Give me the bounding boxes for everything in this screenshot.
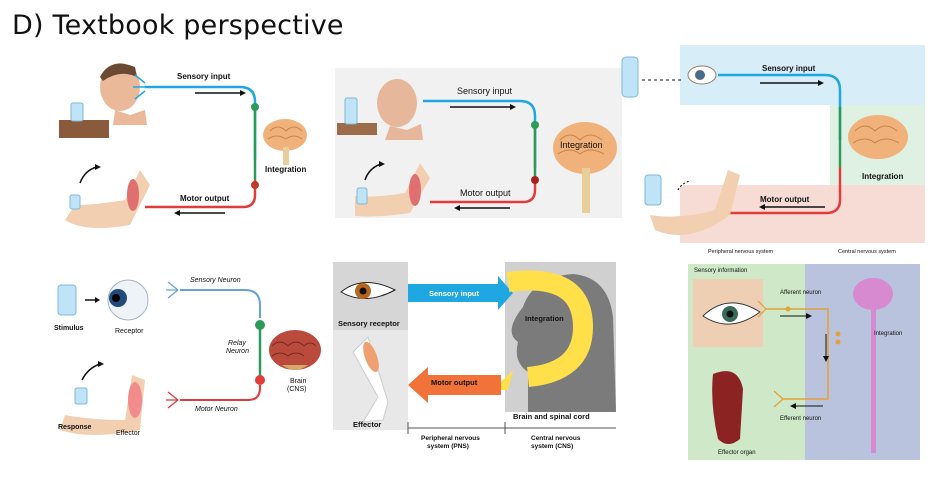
panel-reflex-diagram-2: Sensory input Integration Motor output (335, 68, 622, 218)
sensory-receptor-label: Sensory receptor (338, 319, 400, 328)
brain-label-1: Brain (290, 378, 307, 385)
receptor-label: Receptor (115, 328, 144, 335)
stimulus-label: Stimulus (54, 325, 84, 332)
integration-label: Integration (874, 331, 903, 337)
afferent-neuron-label: Afferent neuron (780, 290, 822, 296)
glass-icon (621, 56, 639, 98)
sensory-input-label: Sensory input (429, 289, 480, 298)
panel-reflex-diagram-1: Sensory input Integration Motor output (55, 55, 325, 240)
motor-output-arrow (408, 367, 501, 403)
response-label: Response (58, 424, 92, 431)
spinal-cord-illustration (871, 308, 876, 453)
integration-label: Integration (862, 172, 904, 181)
relay-neuron-label-1: Relay (228, 340, 246, 347)
brain-spinal-label: Brain and spinal cord (513, 412, 590, 421)
motor-output-label: Motor output (460, 188, 511, 198)
cns-label-1: Central nervous (531, 435, 581, 442)
relay-neuron-label-2: Neuron (226, 348, 249, 355)
sensory-input-label: Sensory input (457, 86, 513, 96)
brain-illustration (269, 330, 321, 370)
page-title: D) Textbook perspective (12, 10, 344, 41)
brain-label-2: (CNS) (287, 386, 307, 393)
motor-neuron-label: Motor Neuron (195, 406, 238, 413)
brain-illustration (853, 278, 893, 310)
effector-label: Effector (116, 430, 140, 437)
motor-output-label: Motor output (180, 194, 230, 203)
pns-label-1: Peripheral nervous (421, 435, 480, 442)
efferent-neuron-label: Efferent neuron (780, 416, 822, 422)
muscle-illustration (712, 371, 743, 444)
arm-illustration (65, 170, 150, 229)
sensory-input-arrow (408, 276, 513, 310)
sensory-input-label: Sensory input (762, 64, 816, 73)
panel-reflex-diagram-5: Sensory input Integration Motor output S… (333, 262, 616, 458)
sensory-input-label: Sensory input (177, 72, 231, 81)
glass-icon (69, 194, 81, 210)
integration-label: Integration (525, 314, 564, 323)
brain-illustration (263, 119, 307, 151)
pns-label: Peripheral nervous system (708, 249, 774, 255)
panel-reflex-diagram-6: Sensory information Afferent neuron Inte… (688, 264, 920, 460)
pns-label-2: system (PNS) (427, 443, 469, 450)
glass-icon (70, 102, 84, 122)
motor-output-label: Motor output (760, 195, 810, 204)
panel-reflex-diagram-3: Sensory input Integration Motor output P… (620, 45, 925, 260)
glass-icon (344, 97, 358, 125)
integration-label: Integration (265, 165, 307, 174)
brain-illustration (848, 115, 908, 159)
cns-label: Central nervous system (838, 249, 896, 255)
panel-6-illustration (688, 264, 920, 460)
panel-1-illustration (59, 63, 307, 229)
integration-label: Integration (560, 140, 603, 150)
effector-label: Effector (353, 420, 382, 429)
panel-reflex-diagram-4: Stimulus Receptor Sensory Neuron Relay N… (50, 270, 325, 455)
sensory-information-label: Sensory information (694, 268, 748, 274)
table-illustration (59, 120, 109, 138)
panel-2-illustration (337, 79, 617, 217)
panel-5-illustration (333, 262, 616, 434)
panel-3-illustration (621, 45, 925, 243)
cns-label-2: system (CNS) (531, 443, 574, 450)
integration-loop (506, 270, 594, 387)
glass-icon (57, 284, 77, 316)
sensory-neuron-label: Sensory Neuron (190, 277, 241, 284)
panel-4-illustration (57, 279, 321, 435)
motor-output-label: Motor output (431, 378, 478, 387)
effector-organ-label: Effector organ (718, 450, 756, 456)
